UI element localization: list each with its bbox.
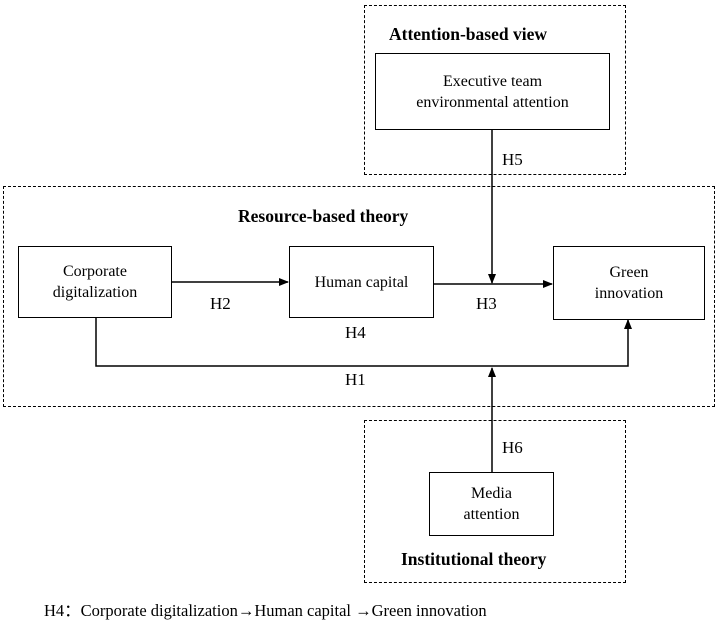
h1-arrow (95, 318, 632, 367)
institutional-theory-region (364, 420, 626, 583)
corporate-digitalization-box: Corporate digitalization (18, 246, 172, 318)
h1-label: H1 (345, 370, 366, 389)
executive-attention-line1: Executive team (442, 72, 543, 90)
human-capital-label: Human capital (314, 273, 409, 291)
media-attention-line1: Media (471, 485, 512, 502)
attention-based-view-title: Attention-based view (389, 24, 547, 44)
resource-based-theory-title: Resource-based theory (238, 206, 409, 226)
green-innovation-box: Green innovation (553, 246, 705, 320)
h5-label: H5 (502, 150, 523, 169)
h6-label: H6 (502, 438, 523, 457)
media-attention-line2: attention (463, 506, 520, 523)
h3-label: H3 (476, 294, 497, 313)
h4-label: H4 (345, 323, 366, 342)
executive-attention-box: Executive team environmental attention (375, 53, 610, 130)
green-innovation-line1: Green (609, 264, 649, 281)
corporate-digitalization-line2: digitalization (52, 284, 138, 301)
h4-mediation-footnote: H4：Corporate digitalization→Human capita… (44, 601, 487, 620)
media-attention-box: Media attention (429, 472, 554, 536)
human-capital-box: Human capital (289, 246, 434, 318)
institutional-theory-title: Institutional theory (401, 549, 547, 569)
h2-label: H2 (210, 294, 231, 313)
attention-based-view-region (364, 5, 626, 175)
green-innovation-line2: innovation (594, 285, 664, 302)
corporate-digitalization-line1: Corporate (63, 263, 127, 280)
executive-attention-line2: environmental attention (416, 93, 569, 111)
resource-based-theory-region (3, 186, 715, 407)
